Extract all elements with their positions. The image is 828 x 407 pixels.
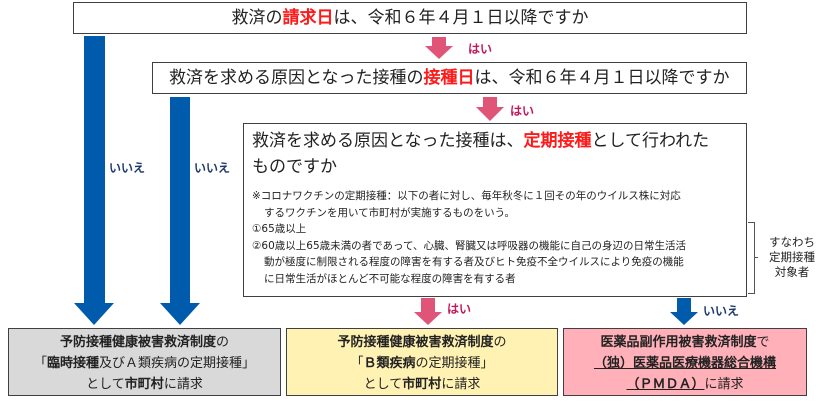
no-label-q2: いいえ [194, 161, 231, 175]
yellow-l2-mid: の定期接種 [415, 356, 481, 371]
gray-l2-open: 「 [33, 356, 47, 371]
bracket [748, 222, 755, 294]
criteria-2: ②60歳以上65歳未満の者であって、心臓、腎臓又は呼吸器の機能に自己の身辺の日常… [252, 239, 686, 252]
criteria-2-cont-1: 動が極度に制限される程度の障害を有する者及びヒト免疫不全ウイルスにより免疫の機能 [264, 256, 684, 268]
side-note-line1: すなわち [769, 235, 815, 249]
side-note-line3: 対象者 [774, 265, 810, 279]
note-line-1: ※コロナワクチンの定期接種：以下の者に対し、毎年秋冬に１回その年のウイルス株に対… [252, 190, 681, 202]
gray-l1-bold: 予防接種健康被害救済制度 [59, 335, 216, 350]
yellow-l1-bold: 予防接種健康被害救済制度 [337, 335, 494, 350]
question-vaccination-date: 救済を求める原因となった接種の接種日は、令和６年４月１日以降ですか [152, 62, 747, 94]
note-line-2: するワクチンを用いて市町村が実施するものをいう。 [264, 206, 516, 219]
bracket-tick [754, 257, 758, 258]
gray-l2-close: 」 [242, 356, 256, 371]
pink-l3-bold: （ＰＭＤＡ） [626, 377, 705, 392]
yellow-l3-post: に請求 [441, 377, 481, 392]
gray-l2-mid: 及びＡ類疾病の定期接種 [99, 356, 243, 371]
pink-l1-rest: で [756, 335, 770, 350]
q2-prefix: 救済を求める原因となった接種の [169, 68, 424, 88]
q1-highlight: 請求日 [282, 8, 334, 28]
q1-prefix: 救済の [231, 8, 283, 28]
yes-label-q3: はい [447, 302, 472, 316]
yellow-l1-rest: の [493, 335, 507, 350]
yellow-l2-open: 「 [350, 356, 364, 371]
criteria-2-cont-2: に日常生活がほとんど不可能な程度の障害を有する者 [264, 272, 516, 285]
q2-suffix: は、令和６年４月１日以降ですか [474, 68, 730, 88]
yellow-l2-close: 」 [480, 356, 494, 371]
yes-label-q1: はい [468, 42, 493, 56]
gray-l3-bold: 市町村 [124, 377, 164, 392]
no-label-q3: いいえ [703, 304, 740, 318]
q3-main-text: 救済を求める原因となった接種は、定期接種として行われたものですか [252, 128, 738, 180]
pink-l3-post: に請求 [704, 377, 744, 392]
criteria-1: ①65歳以上 [252, 223, 307, 235]
gray-l3-post: に請求 [163, 377, 203, 392]
question-claim-date: 救済の請求日は、令和６年４月１日以降ですか [73, 2, 747, 34]
question-routine-vaccination: 救済を求める原因となった接種は、定期接種として行われたものですか ※コロナワクチ… [243, 123, 747, 297]
no-label-q1: いいえ [109, 161, 146, 175]
gray-l1-rest: の [216, 335, 230, 350]
yellow-l3-pre: として [363, 377, 403, 392]
result-pmda: 医薬品副作用被害救済制度で （独）医薬品医療機器総合機構 （ＰＭＤＡ）に請求 [563, 328, 807, 396]
covid-vaccine-note: ※コロナワクチンの定期接種：以下の者に対し、毎年秋冬に１回その年のウイルス株に対… [252, 188, 738, 287]
q1-suffix: は、令和６年４月１日以降ですか [333, 8, 589, 28]
result-municipal-temporary-a: 予防接種健康被害救済制度の 「臨時接種及びＡ類疾病の定期接種」 として市町村に請… [8, 328, 281, 396]
result-municipal-b: 予防接種健康被害救済制度の 「Ｂ類疾病の定期接種」 として市町村に請求 [286, 328, 558, 396]
q2-highlight: 接種日 [423, 68, 475, 88]
pink-l2-bold: （独）医薬品医療機器総合機構 [593, 356, 776, 371]
yellow-l2-bold: Ｂ類疾病 [363, 356, 416, 371]
q3-highlight: 定期接種 [523, 131, 592, 151]
pink-l1-bold: 医薬品副作用被害救済制度 [600, 335, 757, 350]
q3-suffix: として行われたものですか [252, 131, 710, 177]
yellow-l3-bold: 市町村 [402, 377, 442, 392]
routine-target-note: すなわち 定期接種 対象者 [762, 235, 822, 280]
gray-l3-pre: として [86, 377, 125, 392]
q3-prefix: 救済を求める原因となった接種は、 [252, 131, 524, 151]
yes-label-q2: はい [510, 104, 535, 118]
side-note-line2: 定期接種 [769, 250, 815, 264]
gray-l2-bold: 臨時接種 [46, 356, 99, 371]
